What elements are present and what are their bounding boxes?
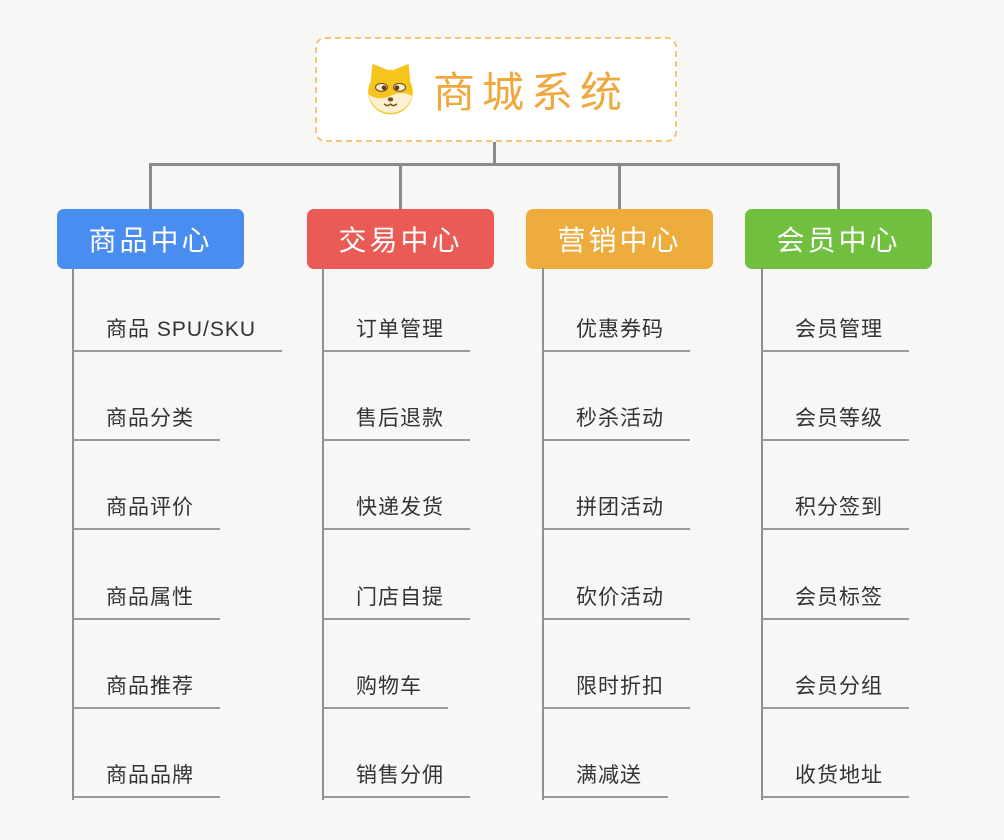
branch-label: 会员中心	[776, 225, 901, 256]
branch-label: 交易中心	[338, 225, 463, 256]
child-node[interactable]: 门店自提	[323, 582, 470, 620]
connector-drop-marketing	[618, 163, 621, 211]
child-node[interactable]: 拼团活动	[543, 492, 690, 530]
child-node[interactable]: 会员分组	[762, 671, 909, 709]
connector-horizontal-bar	[149, 163, 840, 166]
child-node[interactable]: 商品 SPU/SKU	[73, 314, 283, 352]
child-node[interactable]: 购物车	[323, 671, 448, 709]
branch-node-trade[interactable]: 交易中心	[307, 209, 494, 269]
child-node[interactable]: 商品分类	[73, 403, 220, 441]
dog-face-icon	[368, 63, 413, 115]
child-node[interactable]: 满减送	[543, 760, 668, 798]
child-node[interactable]: 秒杀活动	[543, 403, 690, 441]
child-node[interactable]: 收货地址	[762, 760, 909, 798]
child-node[interactable]: 积分签到	[762, 492, 909, 530]
spine-member	[761, 268, 763, 800]
connector-drop-trade	[399, 163, 402, 211]
spine-goods	[72, 268, 74, 800]
child-node[interactable]: 商品品牌	[73, 760, 220, 798]
branch-node-member[interactable]: 会员中心	[745, 209, 932, 269]
branch-node-marketing[interactable]: 营销中心	[526, 209, 713, 269]
root-title: 商城系统	[432, 69, 629, 116]
child-node[interactable]: 砍价活动	[543, 582, 690, 620]
child-node[interactable]: 会员标签	[762, 582, 909, 620]
child-node[interactable]: 限时折扣	[543, 671, 690, 709]
connector-drop-member	[837, 163, 840, 211]
child-node[interactable]: 销售分佣	[323, 760, 470, 798]
spine-trade	[322, 268, 324, 800]
child-node[interactable]: 商品属性	[73, 582, 220, 620]
root-node[interactable]: 商城系统	[315, 37, 677, 142]
connector-drop-goods	[149, 163, 152, 211]
child-node[interactable]: 快递发货	[323, 492, 470, 530]
connector-root-stem	[493, 142, 496, 166]
child-node[interactable]: 商品评价	[73, 492, 220, 530]
spine-marketing	[542, 268, 544, 800]
branch-label: 营销中心	[557, 225, 682, 256]
child-node[interactable]: 商品推荐	[73, 671, 220, 709]
child-node[interactable]: 会员等级	[762, 403, 909, 441]
child-node[interactable]: 订单管理	[323, 314, 470, 352]
branch-node-goods[interactable]: 商品中心	[57, 209, 244, 269]
branch-label: 商品中心	[88, 225, 213, 256]
child-node[interactable]: 优惠券码	[543, 314, 690, 352]
child-node[interactable]: 售后退款	[323, 403, 470, 441]
child-node[interactable]: 会员管理	[762, 314, 909, 352]
